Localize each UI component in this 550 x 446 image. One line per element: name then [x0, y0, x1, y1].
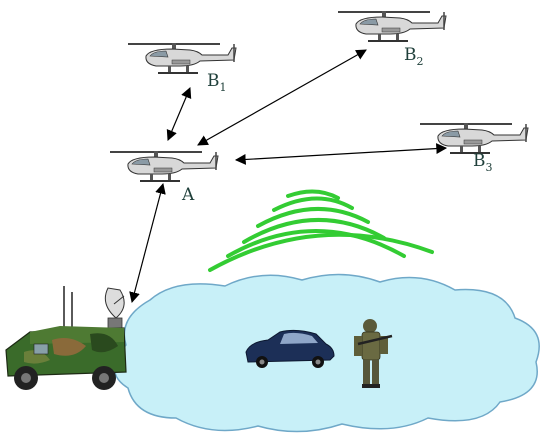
- helicopter-icon: [338, 10, 447, 43]
- helicopter-icon: [110, 150, 219, 183]
- soldier-icon: [354, 319, 393, 388]
- link-a-b1: [166, 87, 192, 141]
- helicopter-icon: [128, 42, 237, 75]
- signal-wave-icon: [208, 189, 434, 272]
- node-label-b1: B1: [207, 71, 227, 94]
- helicopter-icon: [420, 122, 529, 155]
- car-icon: [245, 329, 335, 368]
- node-label-b2: B2: [404, 45, 424, 68]
- node-label-b3: B3: [473, 151, 493, 174]
- node-label-a: A: [181, 185, 195, 205]
- military-vehicle-icon: [5, 286, 127, 390]
- link-a-b2: [197, 49, 367, 146]
- link-a-b3: [234, 143, 448, 165]
- communication-links: [129, 49, 448, 304]
- link-a-vehicle: [129, 182, 166, 304]
